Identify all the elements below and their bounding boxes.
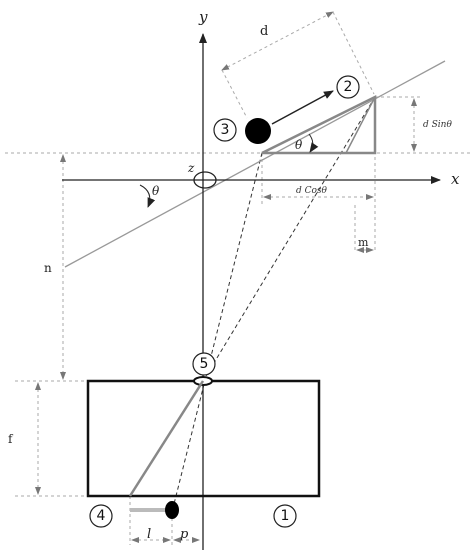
d-sin-label: d Sinθ	[423, 120, 452, 130]
origin-label: z	[187, 161, 195, 175]
x-axis-label: x	[451, 170, 460, 188]
projection-dashed-2	[202, 96, 376, 382]
image-dot	[165, 501, 179, 519]
marker-3: 3	[213, 118, 237, 142]
object-dot	[245, 118, 271, 144]
image-ray-line	[128, 380, 205, 497]
marker-5: 5	[192, 352, 216, 376]
l-label: l	[147, 527, 151, 542]
motion-arrow	[271, 90, 334, 125]
projection-dashed-1	[171, 152, 263, 513]
triangle-inner-line	[345, 96, 376, 154]
d-triangle	[261, 94, 377, 155]
origin-lens	[193, 171, 217, 189]
theta-arc-upper	[308, 133, 319, 153]
marker-4: 4	[89, 504, 113, 528]
y-axis-label: y	[198, 8, 208, 26]
tilted-line	[64, 60, 446, 268]
marker-1: 1	[273, 504, 297, 528]
theta-label-upper: θ	[295, 138, 303, 152]
m-label: m	[358, 236, 369, 249]
theta-arc-lower	[139, 184, 156, 208]
d-cos-label: d Cosθ	[296, 186, 328, 196]
f-label: f	[8, 432, 14, 446]
d-dimension-line	[221, 11, 334, 71]
marker-4-text: 4	[97, 508, 106, 524]
marker-2: 2	[336, 75, 360, 99]
d-extension-left	[221, 69, 248, 119]
n-label: n	[44, 261, 52, 275]
marker-1-text: 1	[281, 508, 290, 524]
marker-5-text: 5	[200, 356, 209, 372]
p-label: p	[180, 527, 189, 542]
theta-label-lower: θ	[152, 184, 160, 198]
marker-3-text: 3	[221, 122, 230, 138]
marker-2-text: 2	[344, 79, 353, 95]
d-label: d	[260, 24, 268, 39]
